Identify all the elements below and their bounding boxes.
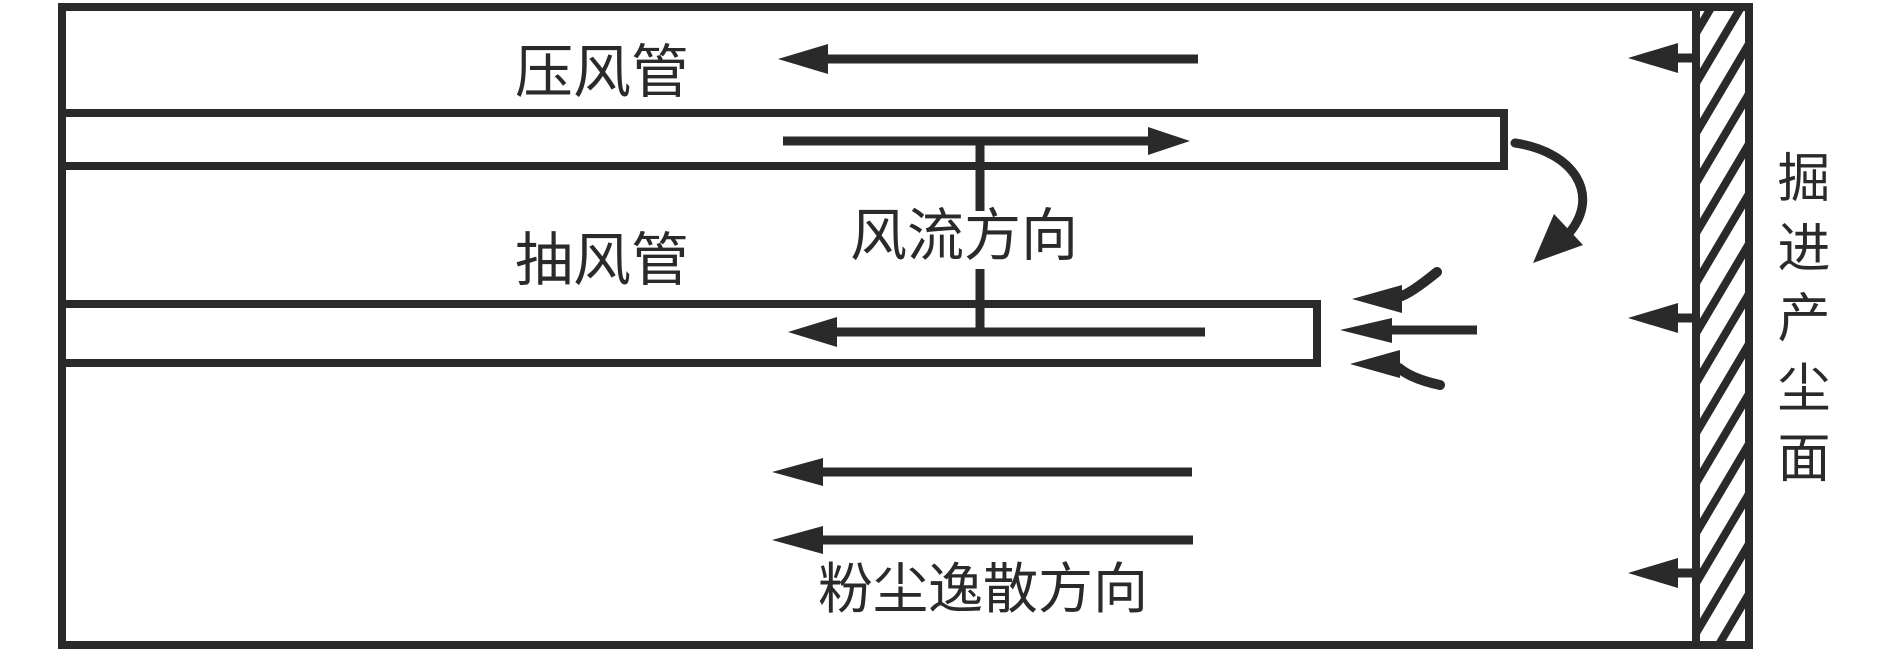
inlet-straight-head: [1340, 318, 1392, 343]
dust-dispersion-label: 粉尘逸散方向: [818, 559, 1149, 620]
hatch-line: [1700, 292, 1745, 385]
inlet-bottom-head: [1350, 350, 1400, 378]
pressure-duct-shape: [62, 109, 1508, 170]
airflow-direction-label: 风流方向: [850, 205, 1078, 268]
return-airflow-head: [778, 44, 828, 74]
inlet-top-curve: [1394, 267, 1442, 302]
hatch-line: [1700, 42, 1745, 135]
dust-arrow-upper-head: [772, 458, 823, 486]
face-arrow-top-head: [1628, 43, 1678, 73]
face-wall-hatching: [1700, 11, 1745, 641]
supply-airflow-arrow: [783, 127, 1190, 155]
exhaust-duct-label: 抽风管: [515, 228, 690, 293]
face-arrow-bottom-head: [1628, 558, 1678, 588]
outlet-curve: [1510, 138, 1588, 237]
hatch-line: [1700, 142, 1745, 235]
hatch-line: [1700, 192, 1745, 285]
face-emission-arrows: [1628, 43, 1696, 588]
duct-outlet-curved-arrow: [1510, 138, 1588, 263]
hatch-line: [1700, 342, 1745, 435]
exhaust-airflow-head: [788, 317, 837, 347]
inlet-top-head: [1352, 285, 1402, 313]
hatch-line: [1700, 242, 1745, 335]
exhaust-duct-shape: [62, 300, 1321, 367]
exhaust-airflow-arrow: [788, 317, 1205, 347]
outlet-curve-head: [1533, 214, 1583, 263]
excavation-face-wall: [1692, 3, 1753, 649]
hatch-line: [1700, 442, 1745, 535]
face-arrow-middle-head: [1628, 303, 1678, 333]
dust-dispersion-arrows: [772, 458, 1193, 554]
hatch-line: [1700, 11, 1714, 35]
supply-airflow-head: [1148, 127, 1190, 155]
inlet-bottom-curve: [1394, 363, 1445, 390]
heading-face-label: 掘进产尘面: [1770, 150, 1828, 500]
pressure-duct-label: 压风管: [515, 40, 690, 105]
return-airflow-arrow: [778, 44, 1198, 74]
hatch-line: [1700, 92, 1745, 185]
hatch-line: [1700, 392, 1745, 485]
tunnel-outline: [58, 3, 1753, 649]
exhaust-inlet-arrows: [1340, 267, 1477, 390]
hatch-line: [1716, 592, 1745, 641]
dust-arrow-lower-head: [772, 526, 823, 554]
hatch-line: [1700, 492, 1745, 585]
hatch-line: [1700, 542, 1745, 635]
hatch-line: [1700, 11, 1744, 85]
